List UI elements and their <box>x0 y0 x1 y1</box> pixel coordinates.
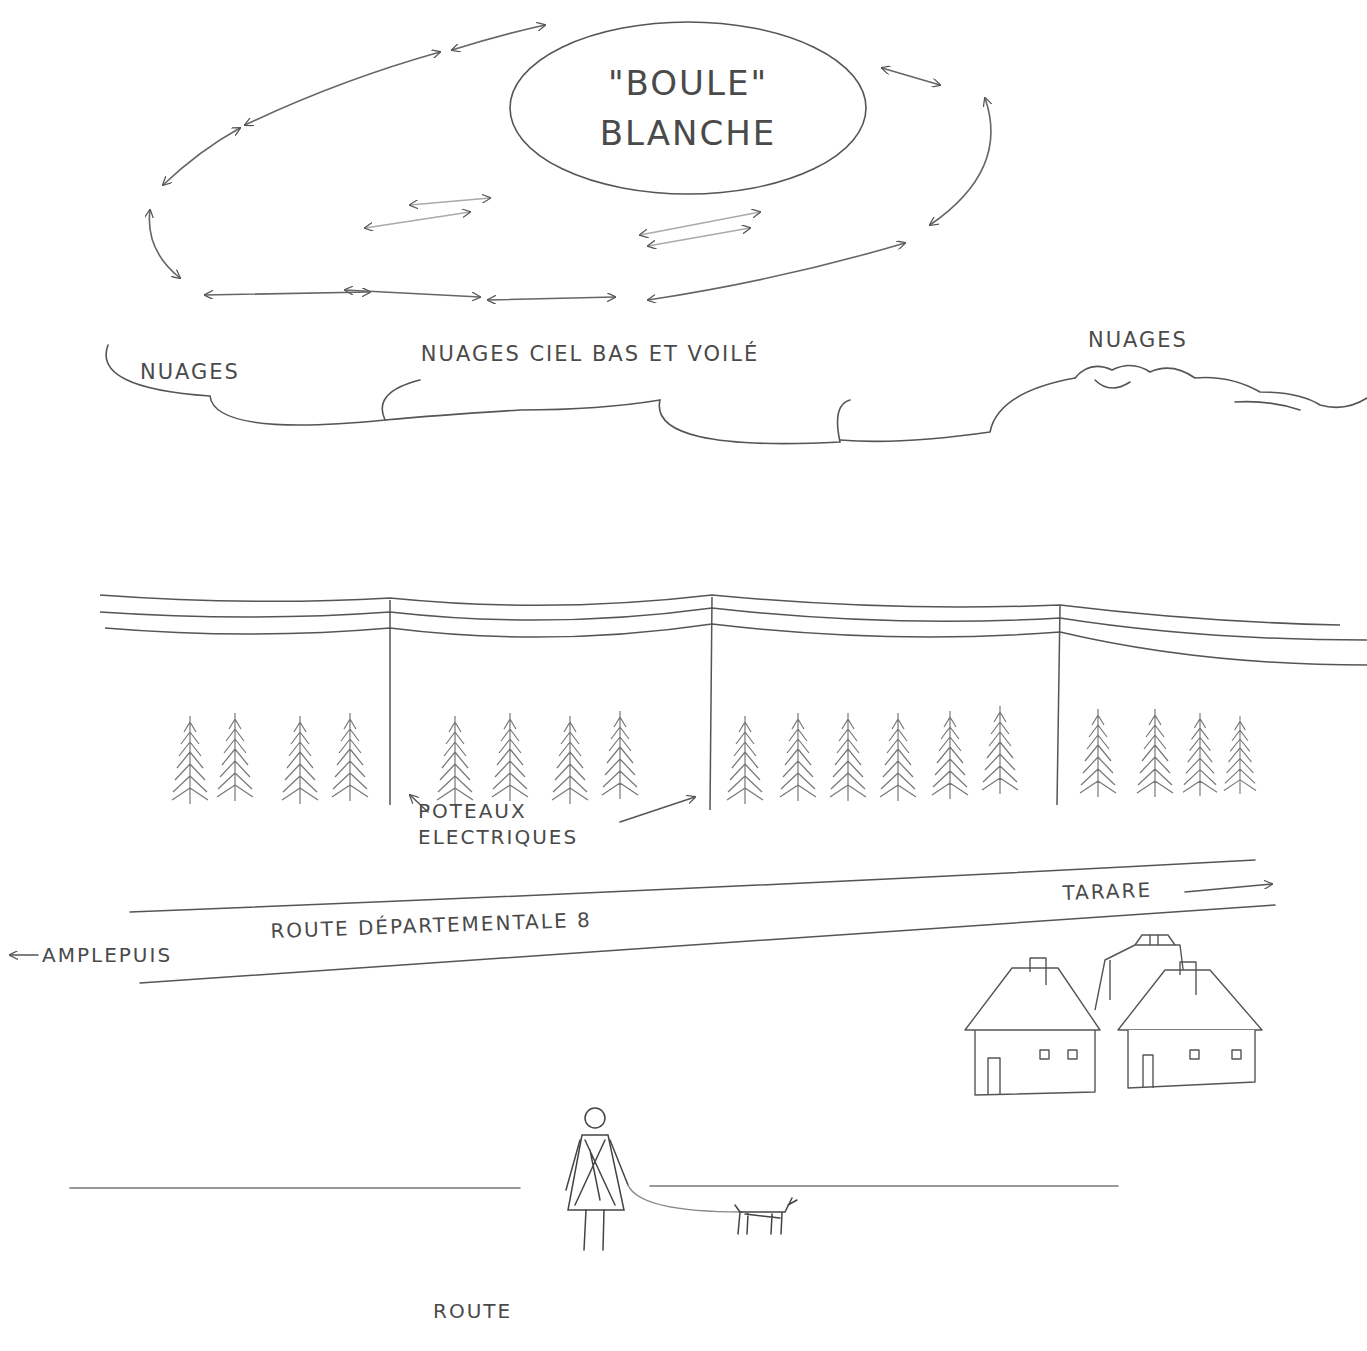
cloud-outline <box>1095 380 1130 388</box>
motion-arrow <box>245 52 440 125</box>
motion-arrow <box>410 198 490 205</box>
node-text: NUAGES CIEL BAS ET VOILÉ <box>395 335 785 373</box>
direction-label: TARARE <box>1062 876 1183 906</box>
fir-tree <box>217 713 253 801</box>
person-arms <box>566 1140 628 1190</box>
swirl-arrows <box>149 25 991 300</box>
callout-label: POTEAUX ELECTRIQUES <box>418 798 628 850</box>
road-edge <box>130 860 1255 912</box>
motion-arrow <box>648 228 750 246</box>
road-name: ROUTE <box>433 1298 553 1324</box>
fir-tree <box>437 716 473 804</box>
motion-arrow <box>452 25 545 50</box>
cloud-outline <box>840 378 1075 441</box>
power-lines <box>100 595 1367 810</box>
motion-arrow <box>345 290 480 297</box>
motion-arrow <box>205 292 370 295</box>
motion-arrow <box>365 212 470 228</box>
walker <box>70 1108 1118 1250</box>
electric-pole <box>389 600 391 805</box>
fir-tree <box>282 716 318 804</box>
fir-tree <box>880 713 916 801</box>
motion-arrow <box>488 297 615 300</box>
person-legs <box>584 1210 604 1250</box>
node-text: "BOULE" BLANCHE <box>568 58 808 158</box>
houses <box>965 935 1262 1095</box>
motion-arrow <box>882 68 940 85</box>
forest <box>172 706 1256 804</box>
wire <box>100 595 1340 625</box>
house <box>1118 962 1262 1088</box>
fir-tree <box>1137 709 1173 797</box>
cloud-outline <box>385 400 850 444</box>
motion-arrow <box>149 210 180 278</box>
motion-arrow <box>648 243 905 300</box>
cloud-outline <box>1235 402 1300 410</box>
fir-tree <box>1080 709 1116 797</box>
direction-label: AMPLEPUIS <box>42 942 202 968</box>
ellipse-node: "BOULE" BLANCHE <box>508 18 868 198</box>
wire <box>105 624 1367 665</box>
electric-pole <box>710 597 712 810</box>
leash <box>628 1185 742 1212</box>
node-text: NUAGES <box>140 355 300 389</box>
motion-arrow <box>163 128 240 185</box>
fir-tree <box>172 716 208 804</box>
fir-tree <box>982 706 1018 794</box>
ball-outline <box>510 22 866 194</box>
fir-tree <box>780 713 816 801</box>
road-edge <box>70 1186 1118 1188</box>
node-outline <box>508 18 868 198</box>
leader-arrow <box>620 797 695 822</box>
motion-arrow <box>930 98 991 225</box>
cloud-outline <box>1075 365 1367 407</box>
node-text: NUAGES <box>1088 323 1248 357</box>
fir-tree <box>727 716 763 804</box>
fir-tree <box>552 716 588 804</box>
fir-tree <box>602 711 638 799</box>
wire <box>100 608 1367 640</box>
road-d8 <box>10 795 1275 983</box>
direction-arrow <box>1185 884 1272 892</box>
road-name: ROUTE DÉPARTEMENTALE 8 <box>270 903 691 944</box>
fir-tree <box>492 713 528 801</box>
fir-tree <box>1183 713 1217 796</box>
house <box>965 958 1100 1095</box>
fir-tree <box>332 713 368 801</box>
dog <box>735 1198 797 1234</box>
cloud-band: NUAGES NUAGES CIEL BAS ET VOILÉ NUAGES <box>95 325 1367 460</box>
motion-arrow <box>640 212 760 235</box>
fir-tree <box>830 713 866 801</box>
fir-tree <box>932 711 968 799</box>
person-body <box>568 1135 624 1210</box>
electric-pole <box>1057 606 1060 805</box>
cloud-outline <box>106 345 420 425</box>
fir-tree <box>1224 716 1256 794</box>
direction-arrow <box>10 954 38 956</box>
person-head <box>585 1108 605 1128</box>
